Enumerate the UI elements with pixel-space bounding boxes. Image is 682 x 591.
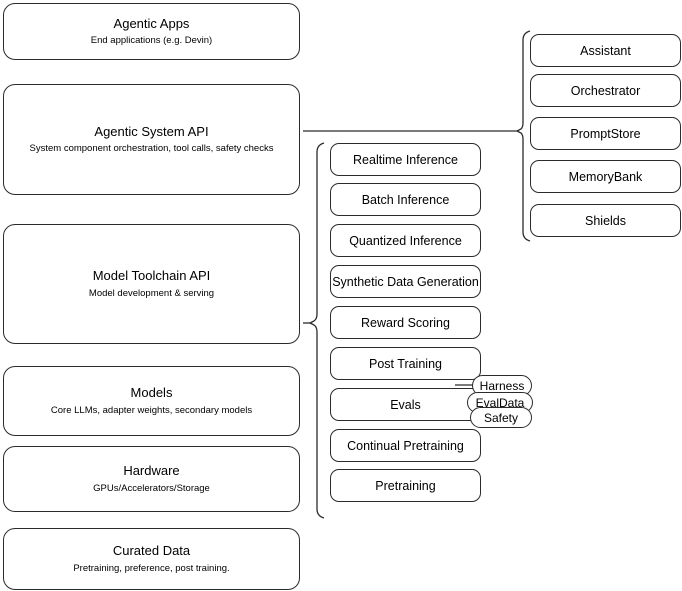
component-reward-scoring[interactable]: Reward Scoring (330, 306, 481, 339)
layer-curated-data[interactable]: Curated Data Pretraining, preference, po… (3, 528, 300, 590)
right-brace (516, 30, 531, 242)
layer-model-toolchain-api[interactable]: Model Toolchain API Model development & … (3, 224, 300, 344)
component-quantized-inference[interactable]: Quantized Inference (330, 224, 481, 257)
layer-title: Agentic Apps (113, 15, 190, 31)
layer-subtitle: End applications (e.g. Devin) (90, 35, 213, 47)
component-evals[interactable]: Evals (330, 388, 481, 421)
component-realtime-inference[interactable]: Realtime Inference (330, 143, 481, 176)
component-post-training[interactable]: Post Training (330, 347, 481, 380)
evals-pill-harness[interactable]: Harness (472, 375, 532, 396)
component-orchestrator[interactable]: Orchestrator (530, 74, 681, 107)
component-continual-pretraining[interactable]: Continual Pretraining (330, 429, 481, 462)
component-shields[interactable]: Shields (530, 204, 681, 237)
layer-title: Curated Data (112, 543, 191, 559)
component-assistant[interactable]: Assistant (530, 34, 681, 67)
layer-title: Model Toolchain API (92, 268, 211, 284)
layer-subtitle: System component orchestration, tool cal… (29, 143, 274, 155)
layer-title: Hardware (123, 463, 180, 479)
middle-brace (309, 142, 325, 519)
component-promptstore[interactable]: PromptStore (530, 117, 681, 150)
layer-models[interactable]: Models Core LLMs, adapter weights, secon… (3, 366, 300, 436)
layer-subtitle: Core LLMs, adapter weights, secondary mo… (50, 404, 253, 416)
layer-subtitle: Model development & serving (88, 287, 215, 299)
layer-title: Models (130, 385, 173, 401)
layer-subtitle: GPUs/Accelerators/Storage (93, 482, 210, 494)
component-pretraining[interactable]: Pretraining (330, 469, 481, 502)
component-memorybank[interactable]: MemoryBank (530, 160, 681, 193)
layer-title: Agentic System API (94, 123, 209, 139)
layer-agentic-system-api[interactable]: Agentic System API System component orch… (3, 84, 300, 195)
layer-subtitle: Pretraining, preference, post training. (73, 562, 230, 574)
evals-pill-safety[interactable]: Safety (470, 407, 532, 428)
component-batch-inference[interactable]: Batch Inference (330, 183, 481, 216)
component-synthetic-data-generation[interactable]: Synthetic Data Generation (330, 265, 481, 298)
layer-agentic-apps[interactable]: Agentic Apps End applications (e.g. Devi… (3, 3, 300, 60)
layer-hardware[interactable]: Hardware GPUs/Accelerators/Storage (3, 446, 300, 512)
